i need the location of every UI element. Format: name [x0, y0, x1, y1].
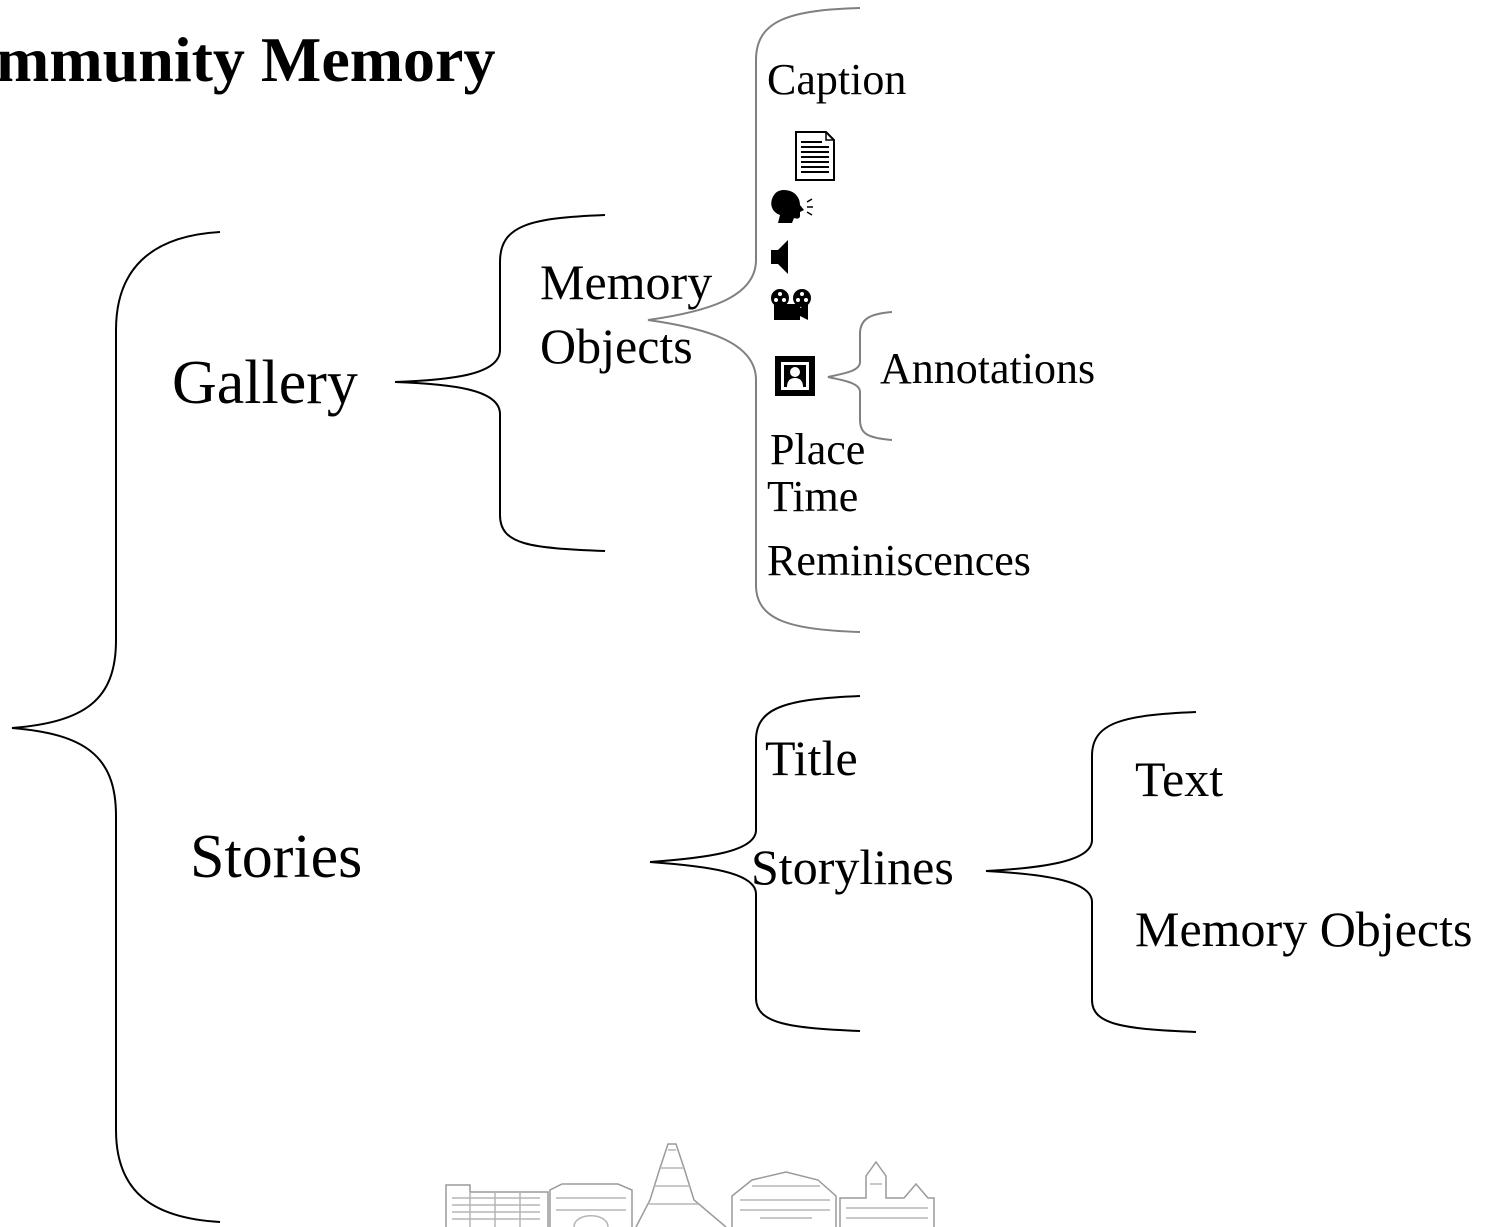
time-label: Time — [767, 472, 859, 521]
gallery-brace — [394, 214, 606, 552]
gallery-label: Gallery — [172, 349, 358, 417]
memory-objects-label: Memory Objects — [540, 250, 740, 378]
caption-label: Caption — [767, 55, 907, 104]
town-skyline-illustration — [445, 1143, 935, 1227]
speaking-head-icon — [771, 190, 813, 223]
document-icon — [795, 131, 835, 181]
reminiscences-label: Reminiscences — [767, 536, 1031, 585]
memory-objects-label-line1: Memory — [540, 254, 713, 310]
place-label: Place — [770, 425, 866, 474]
story-title-label: Title — [765, 730, 858, 786]
memory-objects-brace — [647, 7, 861, 633]
framed-picture-icon — [775, 356, 815, 396]
memory-objects-label-line2: Objects — [540, 318, 693, 374]
speaker-icon — [771, 240, 788, 274]
page-title: mmunity Memory — [0, 24, 496, 95]
storyline-memory-objects-label: Memory Objects — [1135, 901, 1473, 957]
stories-label: Stories — [190, 823, 363, 891]
root-brace — [11, 231, 221, 1223]
storylines-brace — [985, 711, 1197, 1033]
stories-brace — [649, 695, 861, 1032]
annotations-brace — [827, 311, 893, 441]
storyline-text-label: Text — [1135, 751, 1224, 807]
storylines-label: Storylines — [751, 839, 954, 895]
film-projector-icon — [771, 289, 811, 320]
annotations-label: Annotations — [880, 344, 1096, 393]
